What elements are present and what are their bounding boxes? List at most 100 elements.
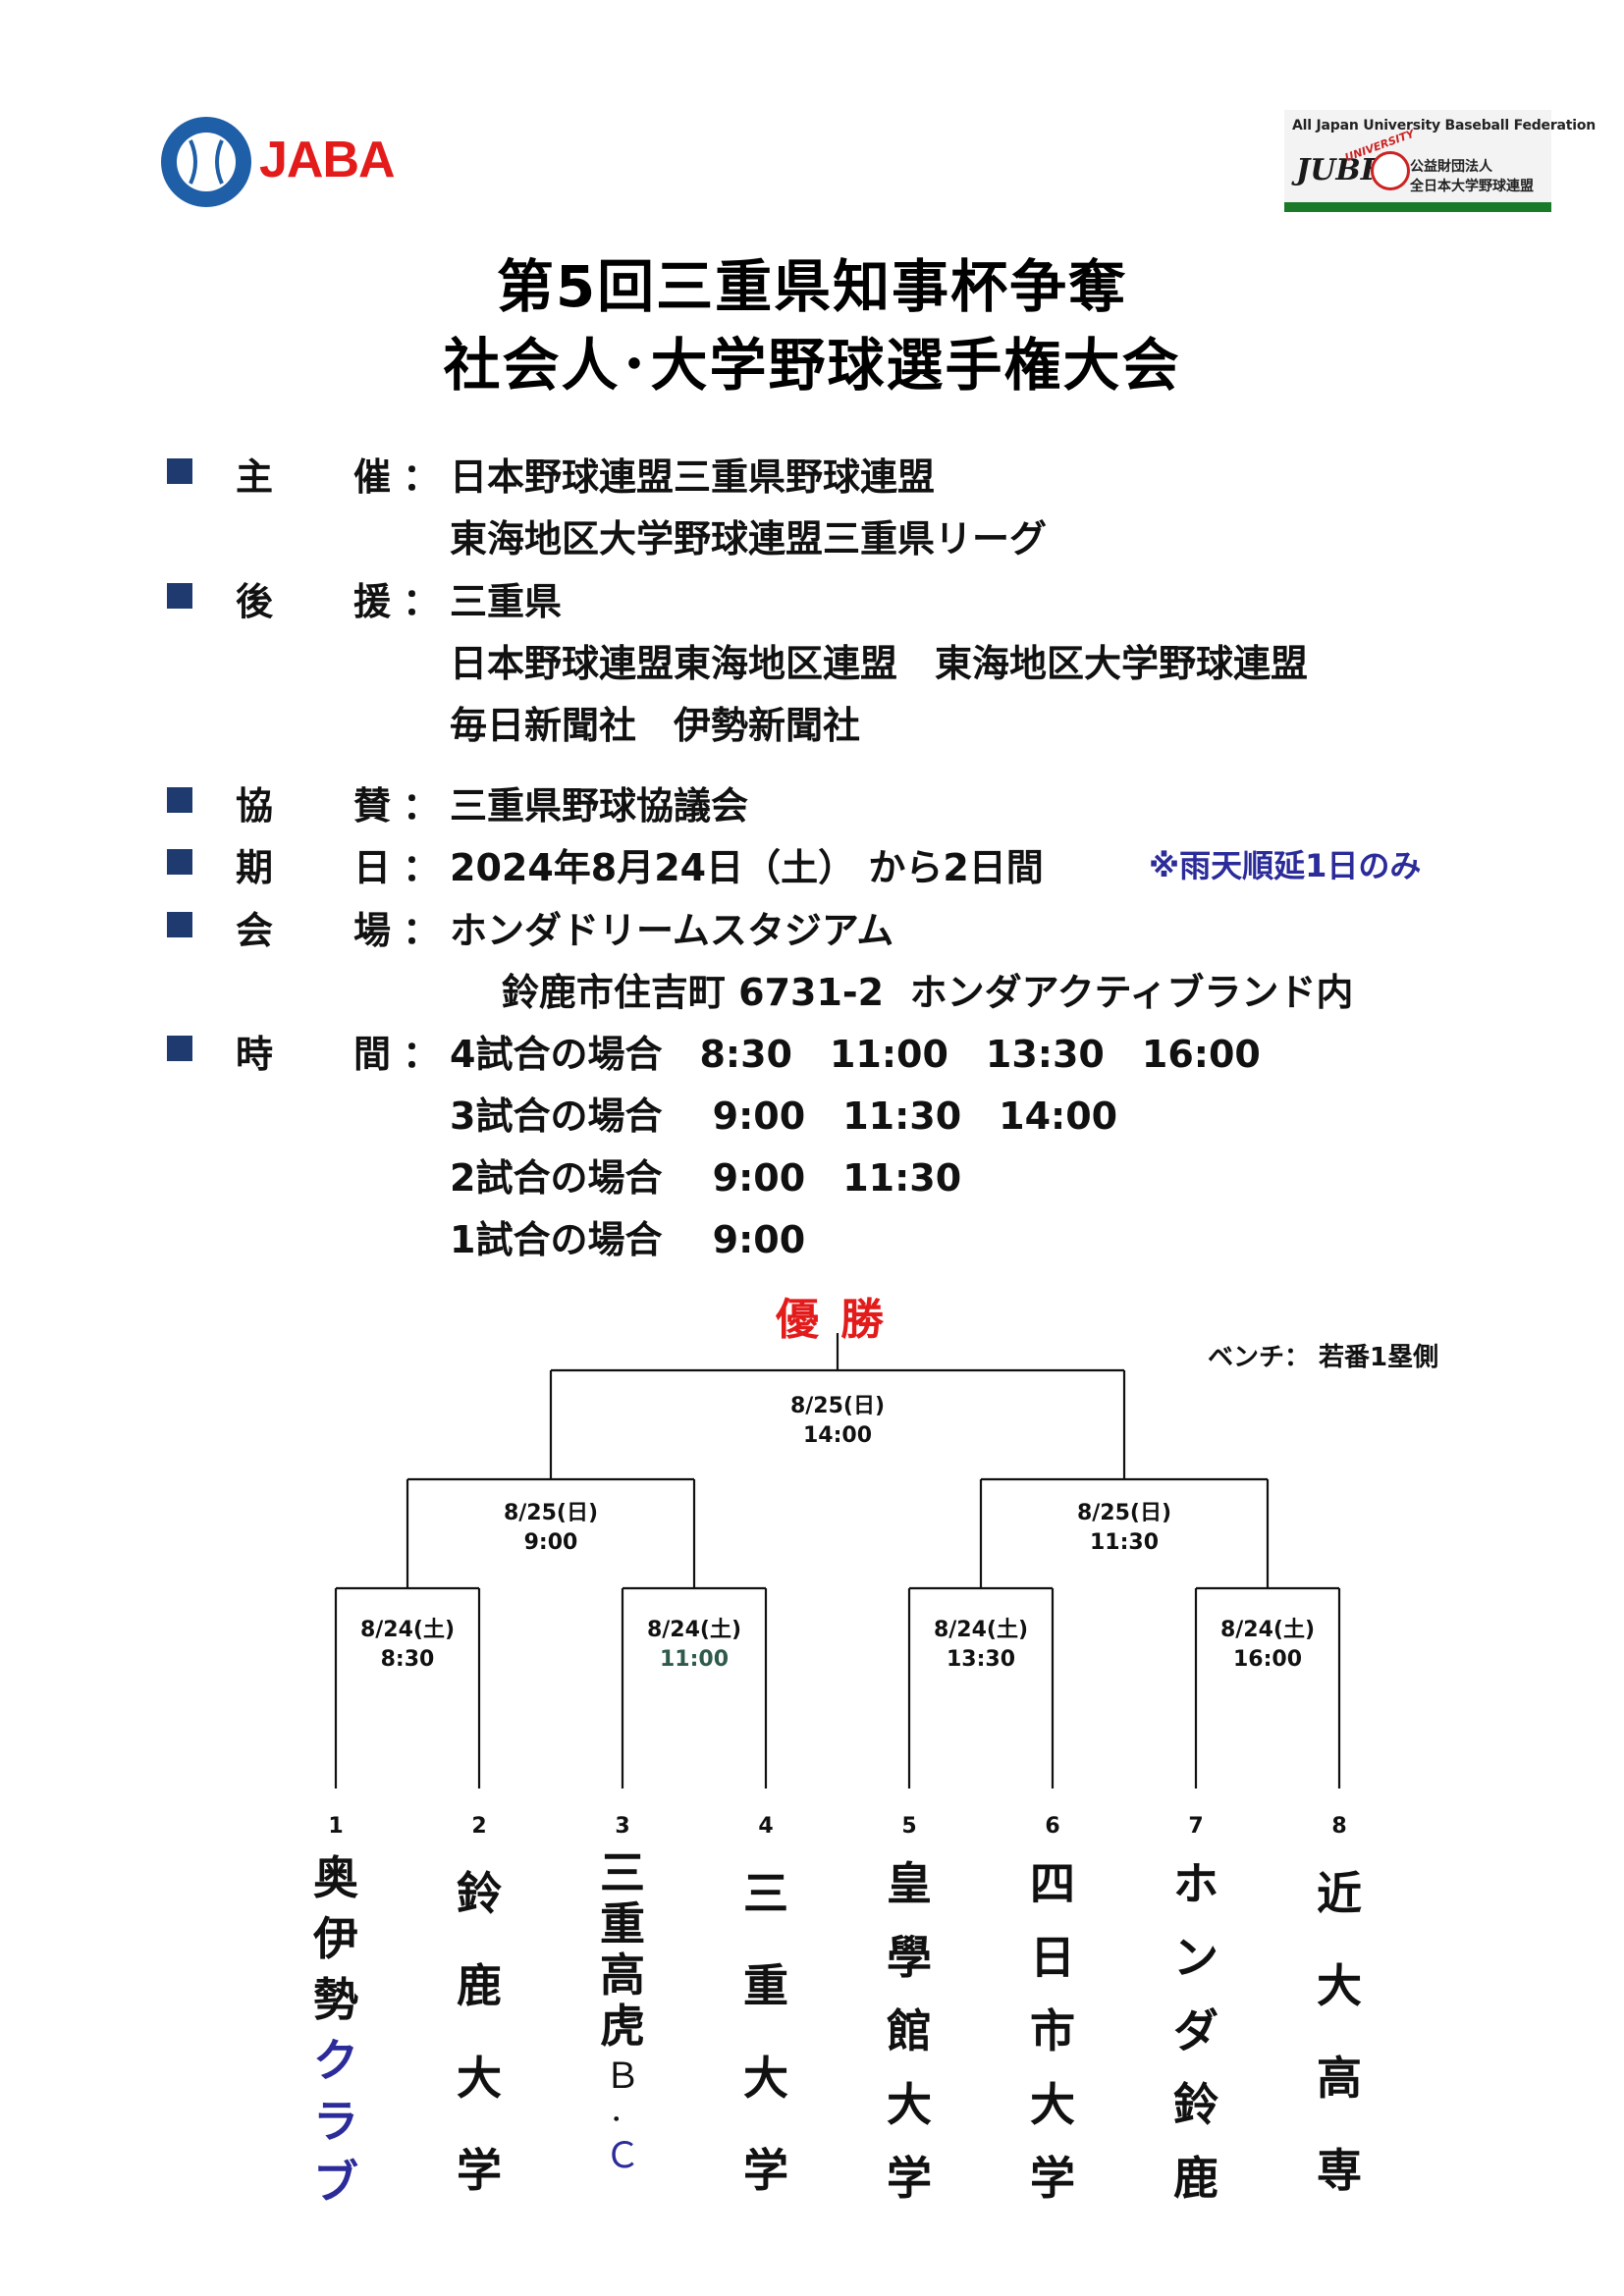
team-seed-number: 5 bbox=[901, 1814, 917, 1839]
info-colon: ： bbox=[403, 455, 441, 499]
first-round-match-label: 8/24(土)11:00 bbox=[616, 1616, 773, 1675]
team-name-char: 大 bbox=[1317, 1959, 1362, 2012]
info-value-line: ホンダドリームスタジアム bbox=[450, 909, 894, 952]
team-name-char: 虎 bbox=[600, 2000, 645, 2053]
semifinal-match-label: 8/25(日)11:30 bbox=[1046, 1499, 1203, 1558]
team-name-char: 館 bbox=[887, 2004, 932, 2057]
info-value-line: 毎日新聞社 伊勢新聞社 bbox=[450, 704, 861, 747]
team-name-char: ク bbox=[313, 2034, 358, 2087]
team-seed-number: 7 bbox=[1188, 1814, 1204, 1839]
match-time: 14:00 bbox=[802, 1423, 873, 1448]
team-seed-number: 4 bbox=[758, 1814, 774, 1839]
bullet-square-icon bbox=[167, 1036, 192, 1061]
first-round-match-label: 8/24(土) 8:30 bbox=[329, 1616, 486, 1675]
info-label-char-2: 援 bbox=[353, 580, 392, 623]
info-colon: ： bbox=[403, 1033, 441, 1076]
team-name-char: 重 bbox=[743, 1959, 788, 2012]
team-name-char: 専 bbox=[1317, 2144, 1362, 2197]
info-value-line: 1試合の場合 9:00 bbox=[450, 1218, 806, 1261]
team-name-char: 大 bbox=[887, 2078, 932, 2131]
team-name-2: 鈴鹿大学 bbox=[450, 1847, 509, 2216]
team-name-char: 鹿 bbox=[1173, 2152, 1218, 2205]
team-name-4: 三重大学 bbox=[736, 1847, 795, 2216]
team-name-8: 近大高専 bbox=[1310, 1847, 1369, 2216]
jubf-org-line2: 全日本大学野球連盟 bbox=[1410, 179, 1534, 194]
team-seed-number: 3 bbox=[615, 1814, 630, 1839]
team-name-char: 皇 bbox=[887, 1857, 932, 1910]
match-date: 8/24(土) bbox=[646, 1618, 742, 1642]
match-date: 8/24(土) bbox=[933, 1618, 1029, 1642]
team-name-char: 大 bbox=[743, 2052, 788, 2105]
team-name-1: 奥伊勢クラブ bbox=[306, 1847, 365, 2213]
bullet-square-icon bbox=[167, 787, 192, 813]
info-label-char-2: 場 bbox=[353, 909, 392, 952]
info-label-char-1: 期 bbox=[236, 846, 274, 889]
info-value-line: 4試合の場合 8:30 11:00 13:30 16:00 bbox=[450, 1033, 1261, 1076]
info-label-char-1: 時 bbox=[236, 1033, 274, 1076]
team-name-char: 鹿 bbox=[457, 1959, 502, 2012]
match-time: 9:00 bbox=[523, 1530, 578, 1555]
team-name-char: 鈴 bbox=[457, 1867, 502, 1920]
team-name-char: 大 bbox=[457, 2052, 502, 2105]
info-label-char-2: 日 bbox=[353, 846, 392, 889]
jaba-logo: JABA bbox=[157, 113, 396, 211]
info-value-line: 三重県 bbox=[450, 580, 563, 623]
jaba-ball-icon bbox=[161, 117, 251, 207]
match-date: 8/25(日) bbox=[503, 1501, 599, 1525]
team-name-char: 高 bbox=[600, 1949, 645, 2002]
team-name-char: 鈴 bbox=[1173, 2078, 1218, 2131]
bullet-square-icon bbox=[167, 849, 192, 875]
info-colon: ： bbox=[403, 909, 441, 952]
info-colon: ： bbox=[403, 784, 441, 828]
info-value-line: 日本野球連盟三重県野球連盟 bbox=[450, 455, 936, 499]
team-name-char: ホ bbox=[1173, 1857, 1218, 1910]
team-name-char: 重 bbox=[600, 1897, 645, 1950]
match-time: 11:30 bbox=[1089, 1530, 1160, 1555]
team-seed-number: 1 bbox=[328, 1814, 344, 1839]
final-match-label: 8/25(日)14:00 bbox=[759, 1392, 916, 1451]
team-name-char: 奥 bbox=[313, 1851, 358, 1904]
team-name-char: 四 bbox=[1030, 1857, 1075, 1910]
team-name-char: Ｂ bbox=[604, 2056, 640, 2097]
team-name-char: 三 bbox=[743, 1867, 788, 1920]
team-name-char: Ｃ bbox=[604, 2135, 640, 2176]
match-date: 8/24(土) bbox=[359, 1618, 456, 1642]
team-name-5: 皇學館大学 bbox=[880, 1847, 939, 2216]
info-value-line: 三重県野球協議会 bbox=[450, 784, 749, 828]
team-name-char: 学 bbox=[887, 2152, 932, 2205]
info-label-char-2: 催 bbox=[353, 455, 392, 499]
bullet-square-icon bbox=[167, 912, 192, 937]
info-label-char-1: 会 bbox=[236, 909, 274, 952]
jubf-ball-icon bbox=[1371, 151, 1410, 190]
team-seed-number: 8 bbox=[1331, 1814, 1347, 1839]
team-name-char: 日 bbox=[1030, 1931, 1075, 1984]
first-round-match-label: 8/24(土)13:30 bbox=[902, 1616, 1059, 1675]
info-label-char-2: 賛 bbox=[353, 784, 392, 828]
info-colon: ： bbox=[403, 580, 441, 623]
match-date: 8/24(土) bbox=[1219, 1618, 1316, 1642]
semifinal-match-label: 8/25(日) 9:00 bbox=[472, 1499, 629, 1558]
info-value-line: 2試合の場合 9:00 11:30 bbox=[450, 1156, 962, 1200]
rain-delay-note: ※雨天順延1日のみ bbox=[1149, 847, 1422, 884]
team-name-char: 三 bbox=[600, 1846, 645, 1899]
team-name-char: 伊 bbox=[313, 1912, 358, 1965]
bench-note: ベンチ： 若番1塁側 bbox=[1208, 1343, 1439, 1372]
jubf-logo: All Japan University Baseball Federation… bbox=[1284, 110, 1596, 212]
team-seed-number: 2 bbox=[471, 1814, 487, 1839]
first-round-match-label: 8/24(土)16:00 bbox=[1189, 1616, 1346, 1675]
jubf-org-line1: 公益財団法人 bbox=[1410, 159, 1492, 175]
jubf-org-text: 公益財団法人 全日本大学野球連盟 bbox=[1410, 157, 1534, 196]
info-value-line: 3試合の場合 9:00 11:30 14:00 bbox=[450, 1095, 1118, 1138]
team-name-char: 市 bbox=[1030, 2004, 1075, 2057]
team-name-char: ン bbox=[1173, 1931, 1218, 1984]
team-name-char: ラ bbox=[313, 2095, 358, 2148]
info-value-line: 東海地区大学野球連盟三重県リーグ bbox=[450, 517, 1048, 561]
team-name-char: 学 bbox=[1030, 2152, 1075, 2205]
jaba-logo-text: JABA bbox=[259, 132, 396, 188]
info-label-char-2: 間 bbox=[353, 1033, 392, 1076]
match-time: 8:30 bbox=[380, 1647, 435, 1672]
info-value-line: 日本野球連盟東海地区連盟 東海地区大学野球連盟 bbox=[450, 642, 1309, 685]
